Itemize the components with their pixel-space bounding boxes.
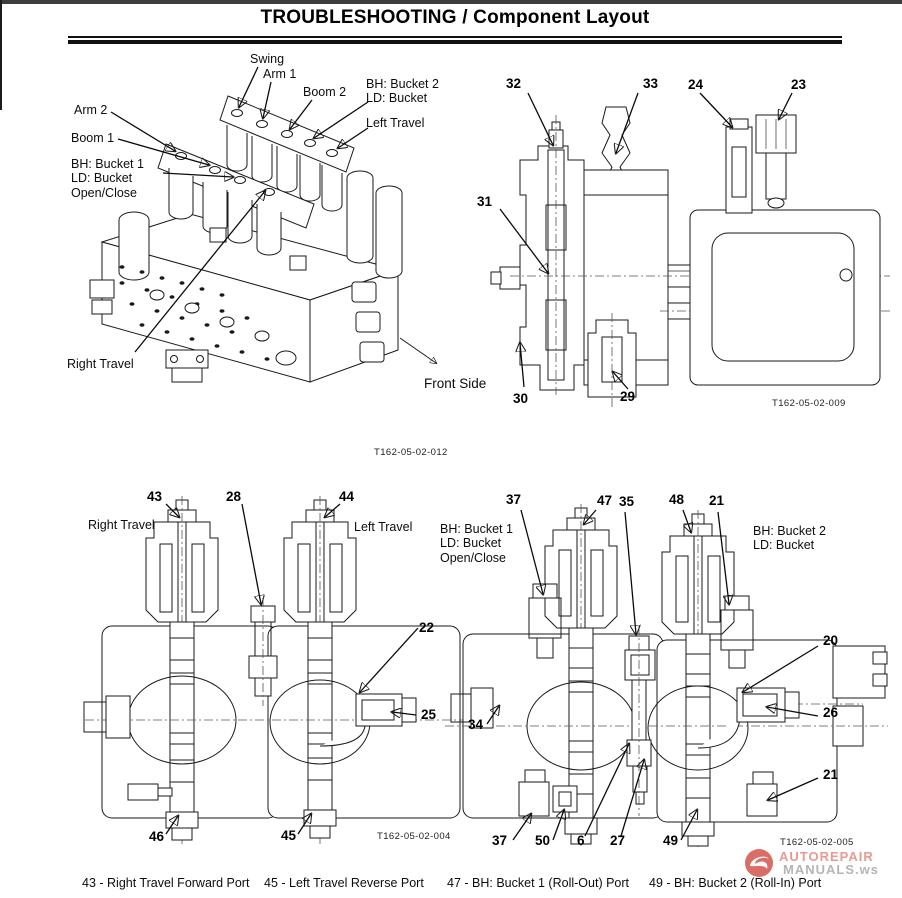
- callout-6: 6: [577, 833, 585, 848]
- callout-28: 28: [226, 489, 242, 504]
- callout-37-top: 37: [506, 492, 522, 507]
- scan-edge-top: [0, 0, 902, 4]
- callout-27: 27: [610, 833, 626, 848]
- callout-47: 47: [597, 493, 613, 508]
- figure-number-009: T162-05-02-009: [772, 398, 846, 409]
- callout-34: 34: [468, 717, 484, 732]
- figure-number-004: T162-05-02-004: [377, 831, 451, 842]
- figure-number-005: T162-05-02-005: [780, 837, 854, 848]
- legend-item-45: 45 - Left Travel Reverse Port: [264, 876, 424, 890]
- callout-32: 32: [506, 76, 522, 91]
- section-figure-004: [83, 496, 465, 844]
- callout-49: 49: [663, 833, 679, 848]
- label-arm2: Arm 2: [74, 103, 108, 117]
- label-arm1: Arm 1: [263, 67, 297, 81]
- callout-37-bottom: 37: [492, 833, 508, 848]
- callout-29: 29: [620, 389, 636, 404]
- figure-number-012: T162-05-02-012: [374, 447, 448, 458]
- label-swing: Swing: [250, 52, 285, 66]
- page-title: TROUBLESHOOTING / Component Layout: [260, 7, 650, 28]
- label-bucket2-005: BH: Bucket 2 LD: Bucket: [753, 524, 826, 553]
- scan-edge-left: [0, 0, 2, 110]
- callout-46: 46: [149, 829, 165, 844]
- callout-45: 45: [281, 828, 297, 843]
- label-front-side: Front Side: [424, 376, 487, 391]
- label-right-travel: Right Travel: [67, 357, 134, 371]
- callout-44: 44: [339, 489, 355, 504]
- callout-23: 23: [791, 77, 807, 92]
- watermark-text-line2: MANUALS.ws: [783, 862, 879, 877]
- callout-33: 33: [643, 76, 659, 91]
- header-rule-thin: [68, 36, 842, 38]
- callout-35: 35: [619, 494, 635, 509]
- callout-26: 26: [823, 705, 839, 720]
- label-bucket2: BH: Bucket 2 LD: Bucket: [366, 77, 439, 106]
- label-boom1: Boom 1: [71, 131, 115, 145]
- callout-31: 31: [477, 194, 493, 209]
- header-rule-thick: [68, 40, 842, 44]
- label-bucket1-005: BH: Bucket 1 LD: Bucket Open/Close: [440, 522, 513, 565]
- section-figure-009: [490, 92, 890, 407]
- callout-48: 48: [669, 492, 685, 507]
- label-left-travel: Left Travel: [366, 116, 425, 130]
- label-left-travel-004: Left Travel: [354, 520, 413, 534]
- callout-25: 25: [421, 707, 437, 722]
- callout-50: 50: [535, 833, 551, 848]
- iso-valve-figure: [89, 66, 452, 383]
- section-figure-005: [445, 504, 888, 848]
- callout-21-bottom: 21: [823, 767, 839, 782]
- legend-item-49: 49 - BH: Bucket 2 (Roll-In) Port: [649, 876, 822, 890]
- legend-item-43: 43 - Right Travel Forward Port: [82, 876, 250, 890]
- callout-21-top: 21: [709, 493, 725, 508]
- label-boom2: Boom 2: [303, 85, 347, 99]
- watermark-logo-icon: [745, 849, 773, 877]
- label-right-travel-004: Right Travel: [88, 518, 155, 532]
- watermark-text-line1: AUTOREPAIR: [779, 849, 874, 864]
- callout-43: 43: [147, 489, 163, 504]
- callout-24: 24: [688, 77, 704, 92]
- callout-30: 30: [513, 391, 529, 406]
- label-bucket1: BH: Bucket 1 LD: Bucket Open/Close: [71, 157, 144, 200]
- callout-20: 20: [823, 633, 839, 648]
- callout-22: 22: [419, 620, 435, 635]
- legend-item-47: 47 - BH: Bucket 1 (Roll-Out) Port: [447, 876, 630, 890]
